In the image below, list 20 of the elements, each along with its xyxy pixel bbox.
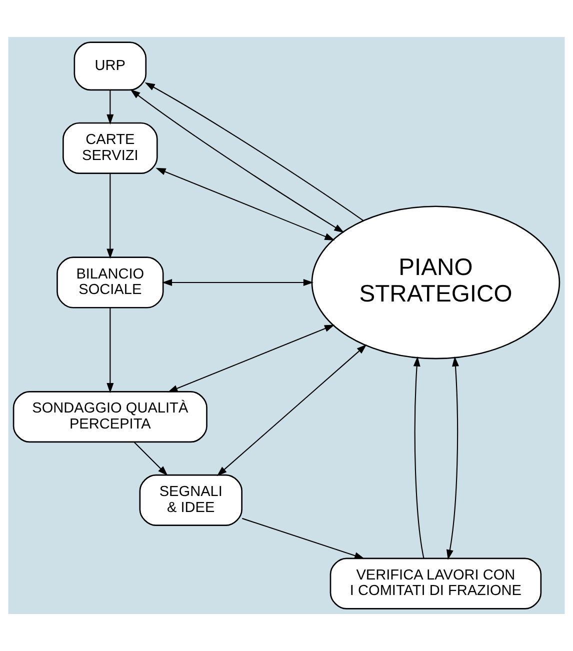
- node-box: CARTE SERVIZI: [62, 122, 158, 174]
- arrow: [162, 278, 314, 286]
- node-box: VERIFICA LAVORI CON I COMITATI DI FRAZIONE: [330, 558, 542, 610]
- arrow: [242, 518, 365, 559]
- arrow: [168, 324, 335, 392]
- node-box: SONDAGGIO QUALITÀ PERCEPITA: [12, 391, 208, 443]
- arrow: [216, 344, 367, 476]
- node-box: URP: [74, 42, 147, 91]
- arrow: [134, 442, 168, 476]
- arrow: [446, 356, 459, 560]
- arrow: [156, 168, 335, 240]
- arrow: [144, 82, 364, 222]
- arrow: [106, 174, 114, 259]
- arrow: [413, 356, 424, 558]
- node-box: BILANCIO SOCIALE: [56, 256, 164, 308]
- arrow: [130, 89, 344, 233]
- node-box: SEGNALI & IDEE: [139, 474, 242, 526]
- arrow: [106, 308, 114, 394]
- node-ellipse: PIANO STRATEGICO: [311, 206, 560, 360]
- arrow: [106, 90, 114, 124]
